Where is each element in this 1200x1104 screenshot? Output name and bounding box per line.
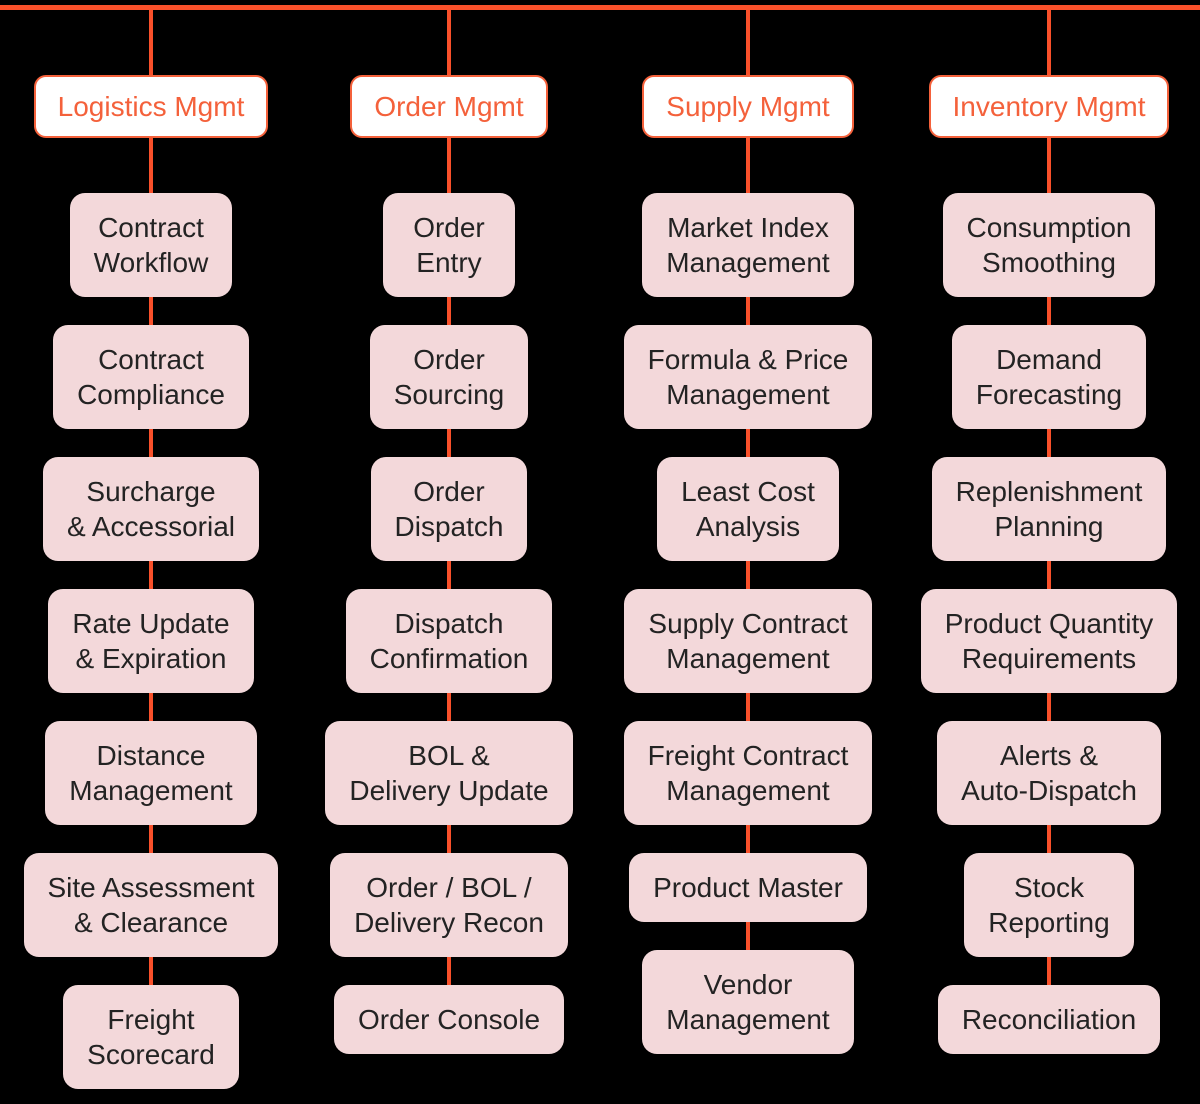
- tree-node: Contract Compliance: [53, 325, 249, 429]
- column-supply-mgmt: Supply Mgmt Market Index Management Form…: [598, 75, 898, 1054]
- tree-node: Vendor Management: [642, 950, 854, 1054]
- tree-node: Rate Update & Expiration: [48, 589, 254, 693]
- tree-node: Dispatch Confirmation: [345, 589, 553, 693]
- tree-node: Order Console: [333, 985, 565, 1054]
- tree-node: Least Cost Analysis: [657, 457, 839, 561]
- tree-node: Order Sourcing: [369, 325, 529, 429]
- tree-node: Stock Reporting: [964, 853, 1134, 957]
- column-logistics-mgmt: Logistics Mgmt Contract Workflow Contrac…: [1, 75, 301, 1089]
- tree-node: Demand Forecasting: [951, 325, 1147, 429]
- tree-node: Contract Workflow: [69, 193, 233, 297]
- column-inventory-mgmt: Inventory Mgmt Consumption Smoothing Dem…: [899, 75, 1199, 1054]
- tree-node: Distance Management: [45, 721, 257, 825]
- tree-node: Site Assessment & Clearance: [23, 853, 279, 957]
- tree-node: Freight Contract Management: [623, 721, 873, 825]
- column-nodes: Order Entry Order Sourcing Order Dispatc…: [325, 193, 573, 1054]
- tree-node: Supply Contract Management: [624, 589, 872, 693]
- tree-node: Surcharge & Accessorial: [42, 457, 260, 561]
- tree-node: Consumption Smoothing: [942, 193, 1156, 297]
- column-nodes: Contract Workflow Contract Compliance Su…: [23, 193, 279, 1089]
- tree-node: Freight Scorecard: [63, 985, 239, 1089]
- tree-node: Market Index Management: [642, 193, 854, 297]
- tree-node: Replenishment Planning: [931, 457, 1167, 561]
- connector-horizontal-line: [0, 5, 1200, 10]
- tree-node: Formula & Price Management: [623, 325, 873, 429]
- tree-node: Product Quantity Requirements: [920, 589, 1178, 693]
- column-order-mgmt: Order Mgmt Order Entry Order Sourcing Or…: [299, 75, 599, 1054]
- column-header-logistics-mgmt: Logistics Mgmt: [33, 75, 269, 138]
- column-nodes: Market Index Management Formula & Price …: [623, 193, 873, 1054]
- tree-node: Alerts & Auto-Dispatch: [937, 721, 1161, 825]
- column-header-supply-mgmt: Supply Mgmt: [642, 75, 854, 138]
- tree-node: BOL & Delivery Update: [325, 721, 573, 825]
- tree-node: Order Dispatch: [370, 457, 528, 561]
- column-header-order-mgmt: Order Mgmt: [350, 75, 548, 138]
- tree-node: Reconciliation: [937, 985, 1161, 1054]
- tree-node: Product Master: [629, 853, 867, 922]
- column-nodes: Consumption Smoothing Demand Forecasting…: [920, 193, 1178, 1054]
- tree-node: Order Entry: [382, 193, 515, 297]
- tree-node: Order / BOL / Delivery Recon: [330, 853, 568, 957]
- column-header-inventory-mgmt: Inventory Mgmt: [928, 75, 1170, 138]
